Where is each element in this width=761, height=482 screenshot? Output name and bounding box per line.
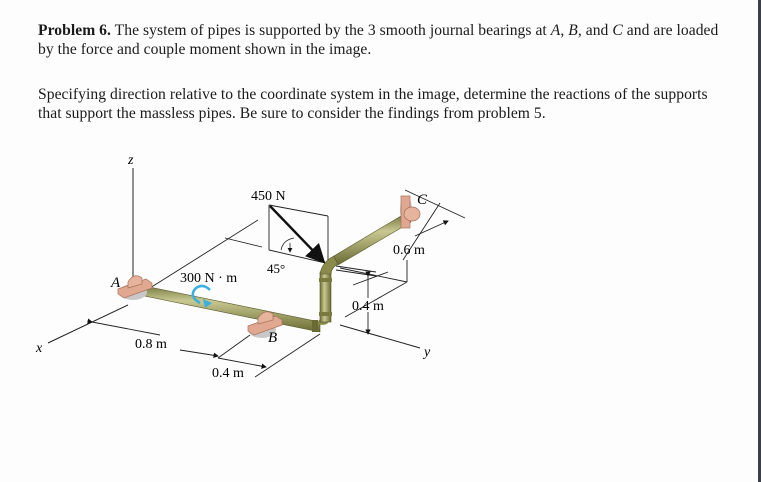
bearing-a-ref: A xyxy=(550,22,561,39)
couple-moment: 300 N · m xyxy=(180,271,237,308)
dimension-ab: 0.8 m xyxy=(87,318,251,359)
label-a: A xyxy=(110,275,121,291)
y-axis: y xyxy=(339,324,431,360)
dimension-vertical: 0.4 m xyxy=(352,271,384,335)
problem-instructions: Specifying direction relative to the coo… xyxy=(38,86,708,122)
pipe-system-figure: z x y xyxy=(30,140,490,400)
dimension-c: 0.6 m xyxy=(393,220,449,258)
bearing-b: B xyxy=(247,311,283,346)
problem-text-2: and are loaded by the force and couple m… xyxy=(38,22,719,58)
label-b: B xyxy=(268,330,277,346)
dimension-b-bend: 0.4 m xyxy=(212,333,321,381)
problem-statement: Problem 6. The system of pipes is suppor… xyxy=(38,21,728,59)
label-c: C xyxy=(417,192,428,208)
y-axis-label: y xyxy=(422,345,431,360)
bearing-b-ref: B xyxy=(568,22,578,39)
separator: , and xyxy=(577,22,613,39)
window-edge xyxy=(758,0,761,482)
z-axis: z xyxy=(127,153,134,282)
separator: , xyxy=(560,22,569,39)
dim-c-label: 0.6 m xyxy=(393,243,425,258)
bearing-c-ref: C xyxy=(612,22,623,39)
force-label: 450 N xyxy=(251,189,286,204)
problem-text-1: The system of pipes is supported by the … xyxy=(110,22,551,39)
x-axis-label: x xyxy=(35,341,43,356)
z-axis-label: z xyxy=(127,153,134,168)
angle-label: 45° xyxy=(267,261,285,276)
dim-b-bend-label: 0.4 m xyxy=(212,366,244,381)
bearing-a: A xyxy=(110,275,153,300)
dim-vertical-label: 0.4 m xyxy=(352,299,384,314)
dim-ab-label: 0.8 m xyxy=(135,337,167,352)
x-axis: x xyxy=(35,304,129,356)
problem-label: Problem 6. xyxy=(38,22,111,39)
bearing-c: C xyxy=(400,192,428,229)
moment-label: 300 N · m xyxy=(180,271,237,286)
force-arrow: 450 N 45° xyxy=(251,189,326,276)
